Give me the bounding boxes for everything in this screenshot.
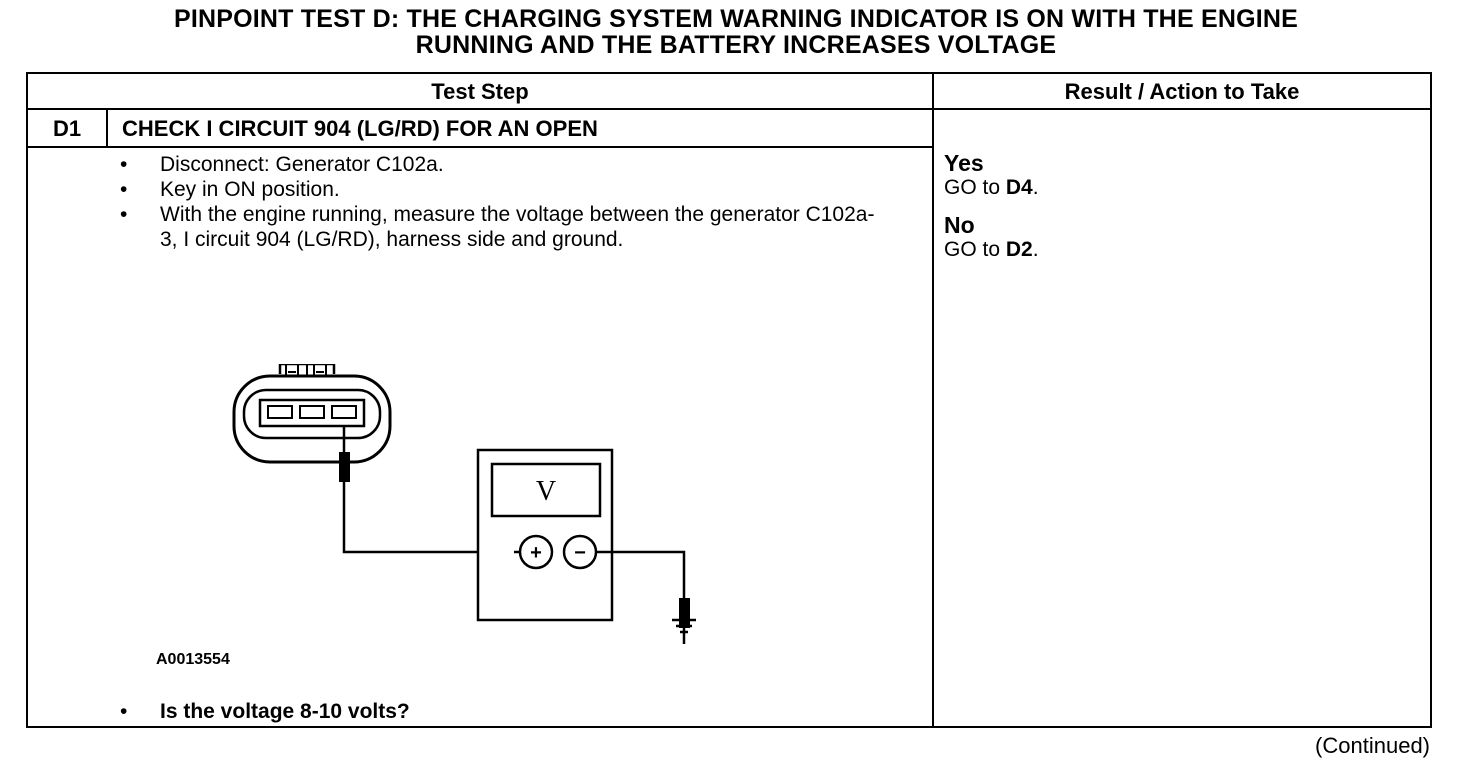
page-title-line-1: PINPOINT TEST D: THE CHARGING SYSTEM WAR… [173,5,1299,33]
voltmeter-display-symbol: V [536,476,556,507]
column-divider [932,74,934,726]
instruction-text: With the engine running, measure the vol… [160,203,875,251]
voltmeter-connection-diagram: V + − [232,364,690,644]
step-question-text: Is the voltage 8-10 volts? [160,700,410,723]
step-title-divider [28,146,932,148]
positive-probe-icon [339,426,514,554]
step-id-divider [106,110,108,146]
generator-connector-icon [232,374,392,464]
voltmeter-icon: V + − [476,448,614,622]
bullet-icon: • [120,178,128,201]
instruction-list: • Disconnect: Generator C102a. • Key in … [120,152,880,252]
header-result-action: Result / Action to Take [1064,79,1300,104]
step-id: D1 [52,116,82,141]
pinpoint-test-table: Test Step Result / Action to Take D1 CHE… [26,72,1432,728]
action-suffix: . [1032,238,1039,261]
step-question: • Is the voltage 8-10 volts? [120,700,410,724]
ground-icon [672,614,696,634]
bullet-icon: • [120,203,128,226]
result-no: No GO to D2. [944,212,1039,262]
figure-id: A0013554 [156,651,230,668]
instruction-item: • Disconnect: Generator C102a. [120,152,880,177]
instruction-text: Disconnect: Generator C102a. [160,153,444,176]
instruction-item: • With the engine running, measure the v… [120,202,880,252]
page-title: PINPOINT TEST D: THE CHARGING SYSTEM WAR… [0,6,1472,58]
result-yes-action: GO to D4. [944,176,1039,200]
header-test-step: Test Step [431,79,529,104]
connector-latch-icon [278,364,336,380]
continued-label: (Continued) [1315,733,1430,758]
result-actions: Yes GO to D4. No GO to D2. [944,150,1039,274]
negative-terminal-symbol: − [574,542,586,564]
instruction-item: • Key in ON position. [120,177,880,202]
header-divider [28,108,1430,110]
result-no-action: GO to D2. [944,238,1039,262]
action-target-link[interactable]: D4 [1005,176,1033,199]
action-suffix: . [1032,176,1039,199]
action-target-link[interactable]: D2 [1005,238,1033,261]
action-prefix: GO to [944,238,1006,261]
action-prefix: GO to [944,176,1006,199]
result-yes: Yes GO to D4. [944,150,1039,200]
result-no-label: No [944,212,975,238]
step-title: CHECK I CIRCUIT 904 (LG/RD) FOR AN OPEN [122,116,598,141]
instruction-text: Key in ON position. [160,178,340,201]
positive-terminal-symbol: + [530,542,542,564]
page-title-line-2: RUNNING AND THE BATTERY INCREASES VOLTAG… [415,31,1057,59]
bullet-icon: • [120,153,128,176]
bullet-icon: • [120,700,128,723]
result-yes-label: Yes [944,150,984,176]
